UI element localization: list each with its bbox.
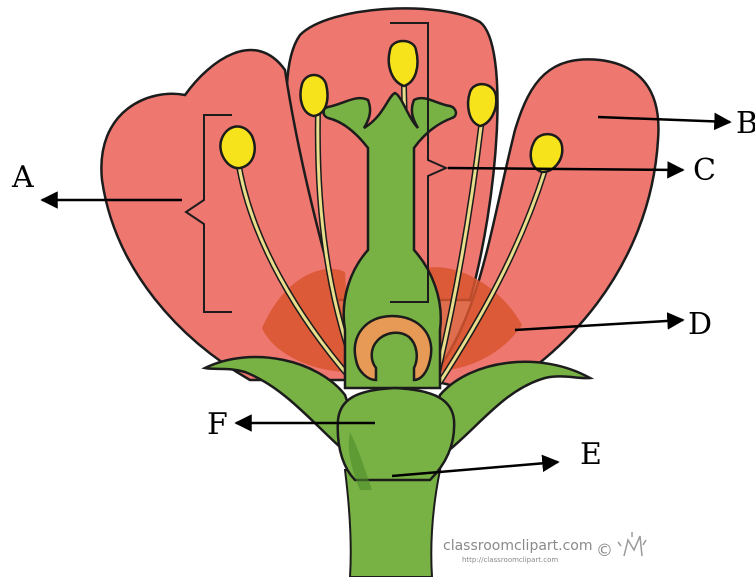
watermark-logo-icon: [618, 532, 646, 556]
label-c: C: [693, 153, 716, 188]
label-f: F: [207, 407, 228, 442]
watermark: classroomclipart.com http://classroomcli…: [440, 531, 646, 567]
watermark-site: classroomclipart.com: [443, 538, 593, 554]
label-b: B: [736, 106, 755, 141]
label-a: A: [11, 160, 34, 195]
watermark-copyright: ©: [596, 541, 613, 561]
label-e: E: [580, 437, 602, 472]
label-d: D: [688, 307, 712, 342]
watermark-url: http://classroomclipart.com: [462, 556, 558, 564]
